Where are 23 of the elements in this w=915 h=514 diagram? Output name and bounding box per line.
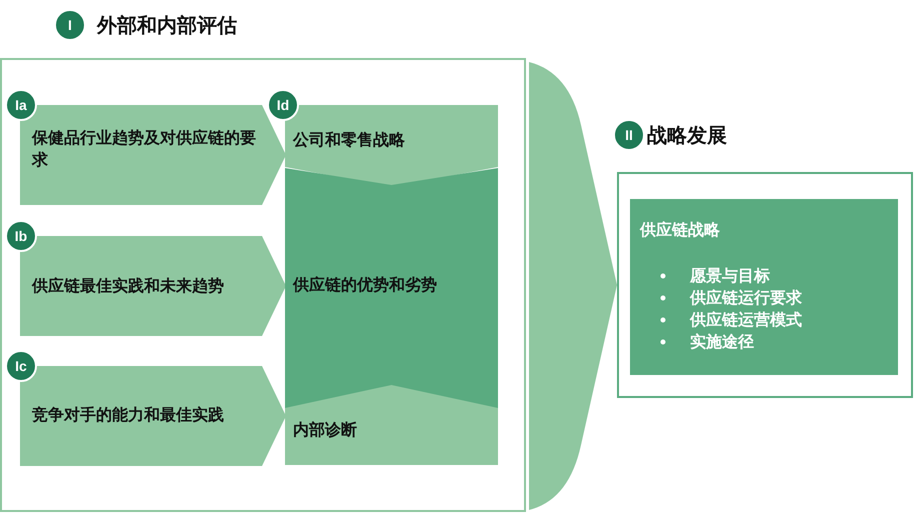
peaked-panel [285,385,498,465]
section-heading: 外部和内部评估 [97,12,237,38]
step-label: 供应链最佳实践和未来趋势 [32,275,225,297]
numbered-badge: I [54,9,86,41]
band-panel [285,168,498,408]
numbered-badge: II [613,119,645,151]
step-label: 竞争对手的能力和最佳实践 [32,404,225,426]
panel-title: 供应链战略 [640,219,720,241]
numbered-badge: Id [267,89,299,121]
bullet-text: 实施途径 [690,332,754,351]
step-label: 公司和零售战略 [293,129,406,151]
numbered-badge: Ia [5,89,37,121]
bullet-text: 供应链运行要求 [690,288,802,307]
flow-arrow [529,62,617,510]
step-label: 供应链的优势和劣势 [293,274,438,296]
numbered-badge: Ib [5,220,37,252]
bullet-text: 供应链运营模式 [690,310,802,329]
strategy-box [630,199,898,375]
numbered-badge: Ic [5,350,37,382]
step-label: 保健品行业趋势及对供应链的要求 [32,127,257,171]
section-heading: 战略发展 [647,122,727,148]
bullet-text: 愿景与目标 [690,266,770,285]
step-label: 内部诊断 [293,419,358,441]
